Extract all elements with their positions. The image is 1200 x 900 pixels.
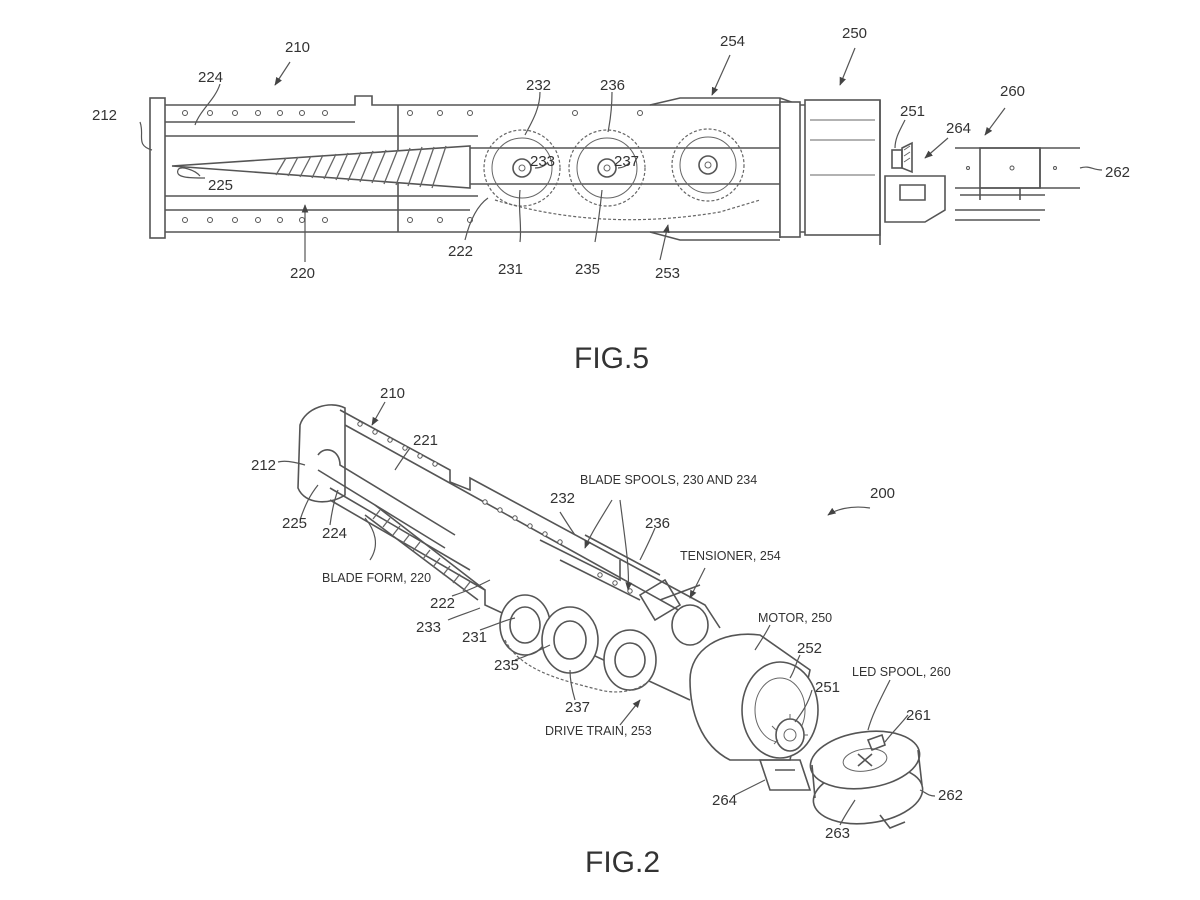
fig2-ref-263: 263 [825,825,850,842]
fig2-ref-262: 262 [938,787,963,804]
drive-chain-253 [494,199,761,221]
fig5-ref-235: 235 [575,261,600,278]
fig2-tensioner [638,578,701,622]
label-led-spool: LED SPOOL, 260 [852,665,951,679]
fig5-ref-262: 262 [1105,164,1130,181]
fig5-caption: FIG.5 [574,342,649,375]
fig5-ref-225: 225 [208,177,233,194]
fig2-ref-225: 225 [282,515,307,532]
fig2-led-spool-260 [809,730,924,829]
fig2-ref-236: 236 [645,515,670,532]
fig5-ref-231: 231 [498,261,523,278]
fig5-ref-254: 254 [720,33,745,50]
fig5-side-view: 210 212 224 225 220 222 231 232 233 235 … [92,25,1130,375]
fig2-ref-237: 237 [565,699,590,716]
fig2-ref-224: 224 [322,525,347,542]
fig5-ref-264: 264 [946,120,971,137]
fig5-ref-250: 250 [842,25,867,42]
fig2-perspective-view: 210 212 221 225 224 222 233 231 235 237 … [251,385,963,879]
fig5-ref-212: 212 [92,107,117,124]
fig5-ref-232: 232 [526,77,551,94]
upper-housing-rail [165,95,805,106]
label-blade-spools: BLADE SPOOLS, 230 AND 234 [580,473,757,487]
fig5-ref-222: 222 [448,243,473,260]
fig2-leader-lines [277,401,936,826]
fig5-ref-220: 220 [290,265,315,282]
housing-holes-upper [182,110,643,116]
fig5-ref-224: 224 [198,69,223,86]
fig2-end-cap-212 [297,404,346,503]
spool-third [671,128,745,202]
fig2-ref-222: 222 [430,595,455,612]
fig5-leader-lines [139,47,1103,262]
fig5-ref-253: 253 [655,265,680,282]
fig2-ref-252: 252 [797,640,822,657]
fig5-ref-210: 210 [285,39,310,56]
fig2-housing-upper [339,409,721,629]
fig2-ref-264: 264 [712,792,737,809]
end-cap-212 [149,97,166,239]
fig2-ref-200: 200 [870,485,895,502]
lower-housing-rail [165,195,805,233]
fig2-caption: FIG.2 [585,846,660,879]
fig2-spools [499,594,709,691]
blade-form-hatching [275,145,447,189]
label-drive-train: DRIVE TRAIN, 253 [545,724,652,738]
label-motor: MOTOR, 250 [758,611,832,625]
fig2-ref-231: 231 [462,629,487,646]
spool-232 [483,129,561,207]
fig2-bracket-264 [758,759,812,791]
spool-236 [568,129,646,207]
fig5-ref-233: 233 [530,153,555,170]
fig2-ref-251: 251 [815,679,840,696]
fig5-ref-236: 236 [600,77,625,94]
label-tensioner: TENSIONER, 254 [680,549,781,563]
fig2-drive-chain [504,639,651,693]
fig5-ref-237: 237 [614,153,639,170]
fig2-ref-210: 210 [380,385,405,402]
fig5-ref-260: 260 [1000,83,1025,100]
fig5-ref-251: 251 [900,103,925,120]
label-blade-form: BLADE FORM, 220 [322,571,431,585]
fig2-ref-221: 221 [413,432,438,449]
fig2-bevel-gear-251 [771,714,808,752]
tensioner-bracket [779,101,801,238]
motor-250-body [804,99,881,236]
bevel-gear-251 [891,141,913,174]
led-spool-262 [955,147,1080,221]
gear-mount [884,175,946,223]
fig2-housing-holes [357,421,633,594]
fig2-ref-235: 235 [494,657,519,674]
fig2-ref-232: 232 [550,490,575,507]
fig2-blade-form-strip [364,504,486,601]
fig2-ref-233: 233 [416,619,441,636]
fig2-ref-261: 261 [906,707,931,724]
fig2-ref-212: 212 [251,457,276,474]
housing-holes-lower [182,217,473,223]
